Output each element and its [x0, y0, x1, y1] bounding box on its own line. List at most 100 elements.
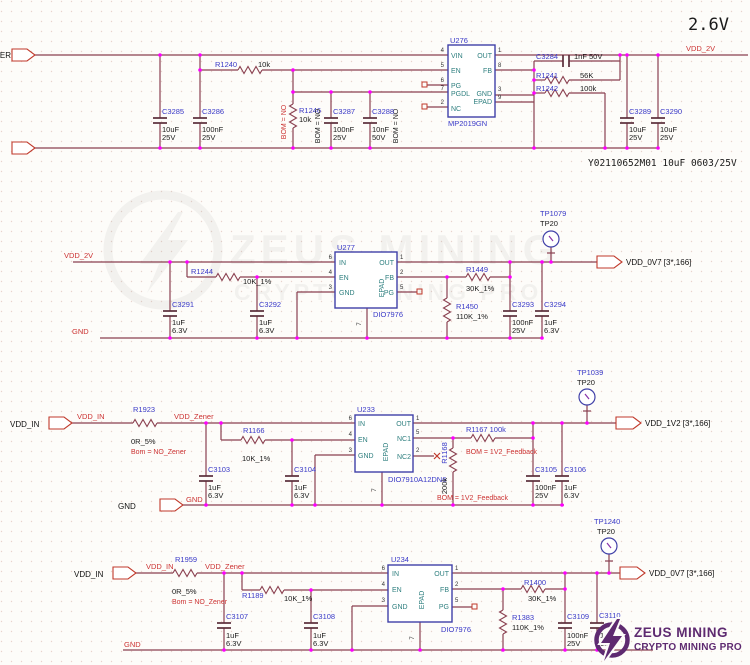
r1923-bom: Bom = NO_Zener: [131, 449, 187, 456]
u276-num4: 4: [441, 48, 445, 54]
u276-num3: 3: [498, 87, 502, 93]
c3286-ref: C3286: [202, 107, 224, 116]
c3290-v1: 10uF: [660, 125, 678, 134]
tp1039-type: TP20: [577, 378, 595, 387]
u276-pin-out: OUT: [477, 53, 493, 60]
u234-pin-in: IN: [392, 571, 399, 578]
c3285-ref: C3285: [162, 107, 184, 116]
port-out-label-s2: VDD_0V7 [3*,166]: [626, 258, 691, 267]
u277-pin-in: IN: [339, 260, 346, 267]
c3289-v1: 10uF: [629, 125, 647, 134]
c3293-ref: C3293: [512, 300, 534, 309]
r1383-val: 110K_1%: [512, 623, 544, 632]
noconnect-pg-square-s4: [471, 603, 478, 610]
noconnect-pg-square-s2: [416, 288, 423, 295]
r1242-val: 100k: [580, 84, 597, 93]
c3105-v2: 25V: [535, 491, 548, 500]
net-label-vddin-s4: VDD_IN: [146, 562, 174, 571]
chip-u277[interactable]: [334, 251, 398, 309]
c3105-v1: 100nF: [535, 483, 557, 492]
port-out-vdd0v7-s4[interactable]: [619, 566, 646, 580]
u234-pin-out: OUT: [434, 571, 450, 578]
u277-num3: 3: [329, 285, 333, 291]
c3288-bom-note: BOM = NO: [393, 108, 400, 143]
noconnect-pg-square: [421, 81, 428, 88]
u233-num1: 1: [416, 416, 420, 422]
c3106-ref: C3106: [564, 465, 586, 474]
c3289-ref: C3289: [629, 107, 651, 116]
junction-dots-sec2: [168, 260, 553, 340]
c3106-v1: 1uF: [564, 483, 577, 492]
u234-pin-fb: FB: [440, 587, 449, 594]
c3288-v1: 10nF: [372, 125, 390, 134]
u277-pin-en: EN: [339, 275, 349, 282]
u277-num5: 5: [400, 285, 404, 291]
zeus-mining-logo: ZEUS MINING CRYPTO MINING PRO: [594, 617, 742, 663]
port-vddin-s4[interactable]: [112, 566, 137, 580]
wires-sec2: [73, 247, 597, 339]
wires-sec3: [72, 405, 616, 506]
u277-pin-out: OUT: [379, 260, 395, 267]
u233-num3: 3: [349, 448, 353, 454]
c3289-v2: 25V: [629, 133, 642, 142]
chip-u276[interactable]: [447, 44, 496, 118]
port-power-label: VER: [0, 51, 11, 60]
c3103-ref: C3103: [208, 465, 230, 474]
lightning-bolt-icon: [601, 619, 622, 661]
r1246-bom-note: BOM = NO: [281, 104, 288, 139]
u277-pin-epad: EPAD: [379, 279, 386, 298]
c3104-ref: C3104: [294, 465, 316, 474]
page-voltage-title: 2.6V: [688, 15, 729, 35]
u277-pin-fb: FB: [385, 275, 394, 282]
u233-num2: 2: [416, 448, 420, 454]
r1450-ref: R1450: [456, 302, 478, 311]
u276-ref: U276: [450, 36, 468, 45]
u276-part: MP2019GN: [448, 119, 487, 128]
c3288-ref: C3288: [372, 107, 394, 116]
c3294-ref: C3294: [544, 300, 566, 309]
bom-note-text: Y02110652M01 10uF 0603/25V: [588, 158, 737, 169]
u233-num6: 6: [349, 416, 353, 422]
r1242-ref: R1242: [536, 84, 558, 93]
port-out-vdd1v2[interactable]: [615, 416, 642, 430]
r1959-val: 0R_5%: [172, 587, 197, 596]
c3287-ref: C3287: [333, 107, 355, 116]
r1168-val: 200k: [440, 478, 449, 495]
r1240-ref: R1240: [215, 60, 237, 69]
chip-u233[interactable]: [354, 414, 414, 473]
c3284-ref: C3284: [536, 52, 558, 61]
port-gnd-in[interactable]: [11, 141, 36, 155]
port-out-label-s3: VDD_1V2 [3*,166]: [645, 419, 710, 428]
u276-num1: 1: [498, 48, 502, 54]
u277-num1: 1: [400, 255, 404, 261]
c3291-ref: C3291: [172, 300, 194, 309]
c3107-v2: 6.3V: [226, 639, 241, 648]
c3293-v2: 25V: [512, 326, 525, 335]
u233-ref: U233: [357, 405, 375, 414]
c3109-ref: C3109: [567, 612, 589, 621]
r1923-ref: R1923: [133, 405, 155, 414]
u234-num6: 6: [382, 566, 386, 572]
u233-num5: 5: [416, 430, 420, 436]
junction-dots-sec3: [204, 421, 589, 507]
section-u233: VDD_IN VDD_IN VDD_Zener R1923 0R_5% Bom …: [10, 368, 710, 512]
port-power-in[interactable]: [11, 48, 36, 62]
r1241-ref: R1241: [536, 71, 558, 80]
u234-num3: 3: [382, 598, 386, 604]
u234-num1: 1: [455, 566, 459, 572]
r1959-bom: Bom = NO_Zener: [172, 599, 228, 606]
port-vddin-s3[interactable]: [48, 416, 73, 430]
port-out-vdd0v7-s2[interactable]: [596, 255, 623, 269]
c3290-ref: C3290: [660, 107, 682, 116]
c3108-v1: 1uF: [313, 631, 326, 640]
r1246-val: 10k: [299, 115, 311, 124]
c3292-ref: C3292: [259, 300, 281, 309]
u233-pin-epad: EPAD: [383, 443, 390, 462]
c3288-v2: 50V: [372, 133, 385, 142]
chip-u234[interactable]: [387, 564, 453, 623]
u233-pin-in: IN: [358, 421, 365, 428]
port-gnd-s3[interactable]: [159, 498, 184, 512]
